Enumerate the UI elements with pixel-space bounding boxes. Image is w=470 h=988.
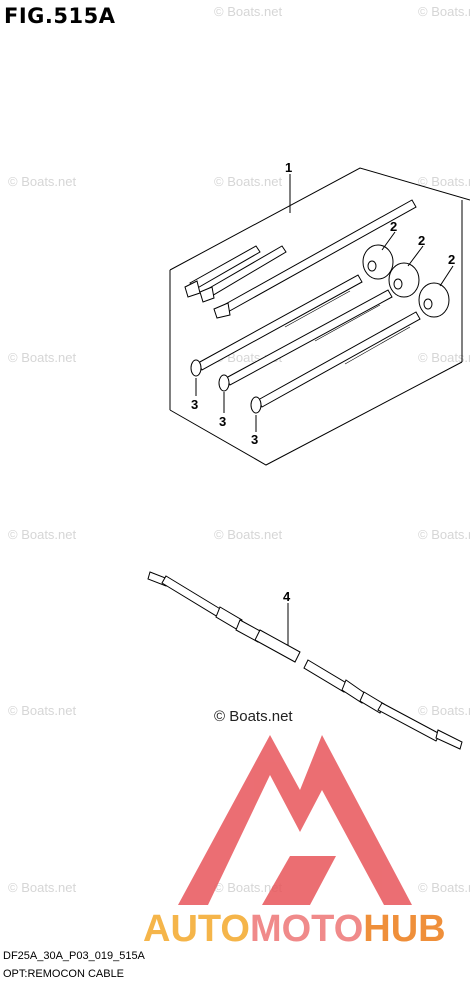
watermark: © Boats.net xyxy=(8,350,77,365)
brand-part-hub: HUB xyxy=(363,908,446,950)
long-bolt xyxy=(190,274,421,414)
cable-tie xyxy=(184,199,417,319)
callout-kit: 1 xyxy=(285,160,292,175)
leader-lines xyxy=(195,174,454,645)
diagram-caption: OPT:REMOCON CABLE xyxy=(3,968,125,980)
callout-bolt: 3 xyxy=(251,432,258,447)
callout-bolt: 3 xyxy=(191,397,198,412)
bolt-thread xyxy=(284,290,411,365)
watermark: © Boats.net xyxy=(214,880,283,895)
watermark-center: © Boats.net xyxy=(214,708,293,725)
watermark: © Boats.net xyxy=(418,174,470,189)
figure-title: FIG.515A xyxy=(4,4,116,28)
watermark: © Boats.net xyxy=(214,174,283,189)
brand-wordmark: AUTOMOTOHUB xyxy=(143,908,446,951)
watermark: © Boats.net xyxy=(8,174,77,189)
watermark: © Boats.net xyxy=(8,703,77,718)
remocon-cable xyxy=(147,571,463,750)
brand-part-moto: MOTO xyxy=(249,908,364,950)
callout-spacer: 2 xyxy=(418,233,425,248)
watermark: © Boats.net xyxy=(418,703,470,718)
callout-bolt: 3 xyxy=(219,414,226,429)
watermark: © Boats.net xyxy=(214,4,283,19)
brand-part-auto: AUTO xyxy=(143,908,250,950)
callout-spacer: 2 xyxy=(390,219,397,234)
callout-cable: 4 xyxy=(283,589,291,604)
watermark: © Boats.net xyxy=(214,527,283,542)
watermark: © Boats.net xyxy=(418,4,470,19)
watermark: © Boats.net xyxy=(418,350,470,365)
watermark: © Boats.net xyxy=(418,527,470,542)
callout-spacer: 2 xyxy=(448,252,455,267)
watermark: © Boats.net xyxy=(8,527,77,542)
watermark: © Boats.net xyxy=(418,880,470,895)
diagram-code: DF25A_30A_P03_019_515A xyxy=(3,950,145,962)
kit-box xyxy=(169,167,470,466)
watermark: © Boats.net xyxy=(8,880,77,895)
brand-logo-mark xyxy=(178,735,412,905)
spacer xyxy=(362,244,450,318)
